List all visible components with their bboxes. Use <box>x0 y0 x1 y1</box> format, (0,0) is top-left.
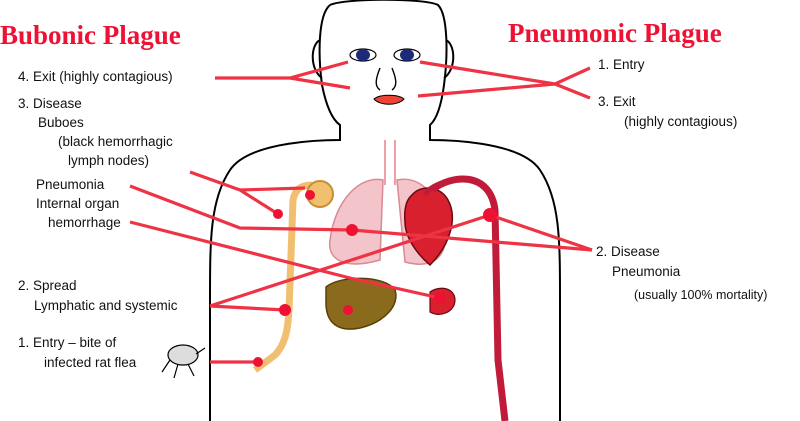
ear-right <box>443 39 455 79</box>
pointer-dots <box>253 190 497 367</box>
lung-left <box>329 178 384 265</box>
title-bubonic: Bubonic Plague <box>0 20 181 50</box>
label-pneumonic-entry: 1. Entry <box>598 57 645 72</box>
label-internal-2: hemorrhage <box>48 215 121 230</box>
pointer-lines-left <box>129 60 491 364</box>
body-outline <box>209 0 561 421</box>
label-pneumonic-exit: 3. Exit <box>598 94 636 109</box>
flea-icon <box>161 344 206 379</box>
trachea <box>384 140 396 185</box>
label-pneumonic-disease: 2. Disease <box>596 244 660 259</box>
label-pneumonic-mortality: (usually 100% mortality) <box>634 288 768 302</box>
ear-left <box>311 39 323 79</box>
label-buboes-detail-2: lymph nodes) <box>68 153 150 168</box>
label-internal-1: Internal organ <box>36 196 120 211</box>
label-pneumonia-left: Pneumonia <box>36 177 105 192</box>
label-buboes-detail-1: (black hemorrhagic <box>58 134 173 149</box>
heart <box>404 187 453 267</box>
label-bubonic-entry-detail: infected rat flea <box>44 355 137 370</box>
label-spread-detail: Lymphatic and systemic <box>34 298 178 313</box>
title-pneumonic: Pneumonic Plague <box>508 18 722 48</box>
pointer-lines-right <box>351 60 593 252</box>
nose <box>375 67 397 91</box>
label-spread: 2. Spread <box>18 278 77 293</box>
label-bubonic-entry: 1. Entry – bite of <box>18 335 117 350</box>
mouth <box>373 94 405 105</box>
label-buboes: Buboes <box>38 115 84 130</box>
eye-left <box>349 48 377 62</box>
blood-vessel <box>429 175 509 421</box>
label-pneumonic-exit-detail: (highly contagious) <box>624 114 738 129</box>
label-bubonic-exit: 4. Exit (highly contagious) <box>18 69 173 84</box>
label-bubonic-disease: 3. Disease <box>18 96 82 111</box>
label-pneumonic-pneumonia: Pneumonia <box>612 264 681 279</box>
eye-right <box>393 48 421 62</box>
lymph-vessel <box>252 181 313 373</box>
